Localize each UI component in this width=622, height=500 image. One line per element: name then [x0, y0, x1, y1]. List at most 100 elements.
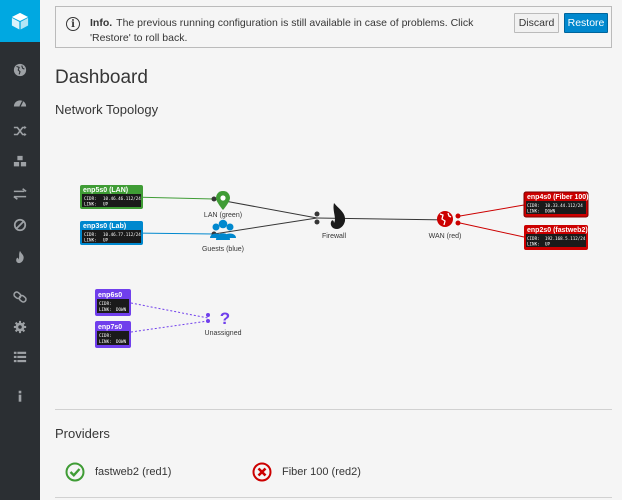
sidebar — [0, 0, 40, 500]
shuffle-icon — [13, 125, 27, 137]
cube-logo-icon — [11, 12, 29, 30]
cidr-label: CIDR: — [99, 301, 112, 306]
topology-title: Network Topology — [55, 102, 159, 117]
interface-name: enp5s0 (LAN) — [83, 187, 128, 194]
junction-dot — [314, 219, 320, 225]
link-blue-to-firewall — [213, 217, 318, 235]
info-circle-icon: i — [66, 17, 80, 31]
link-enp6s0-to-unassigned — [130, 302, 209, 319]
interface-cidr: 192.168.5.112/24 — [545, 236, 586, 241]
guests-zone-label: Guests (blue) — [202, 246, 244, 253]
interface-card-enp2s0[interactable]: enp2s0 (fastweb2) CIDR: 192.168.5.112/24… — [524, 225, 588, 250]
restore-alert: i Info.The previous running configuratio… — [55, 6, 612, 48]
network-topology: LAN (green) Guests (blue) Firewall WAN (… — [80, 185, 589, 348]
unassigned-question-icon[interactable]: ? — [220, 309, 230, 328]
section-divider — [55, 497, 612, 498]
link-icon — [13, 291, 27, 303]
alert-message: Info.The previous running configuration … — [90, 16, 500, 46]
link-label: LINK: — [99, 339, 112, 344]
junction-dot — [455, 213, 461, 219]
exchange-icon — [13, 188, 27, 200]
globe-icon — [13, 63, 27, 77]
cidr-label: CIDR: — [84, 196, 97, 201]
junction-dot — [211, 196, 217, 202]
interface-link-status: DOWN — [545, 209, 556, 214]
interface-name: enp7s0 — [98, 324, 122, 331]
cidr-label: CIDR: — [527, 203, 540, 208]
unassigned-label: Unassigned — [205, 330, 242, 337]
sidebar-item-about[interactable] — [0, 382, 40, 410]
link-label: LINK: — [99, 307, 112, 312]
sidebar-item-block[interactable] — [0, 211, 40, 239]
interface-card-enp6s0[interactable]: enp6s0 CIDR: LINK: DOWN — [95, 289, 131, 316]
sidebar-item-dashboard[interactable] — [0, 89, 40, 117]
lan-zone-label: LAN (green) — [204, 212, 242, 219]
provider-item-fiber100[interactable]: Fiber 100 (red2) — [252, 461, 361, 483]
link-enp7s0-to-unassigned — [130, 320, 209, 333]
interface-name: enp3s0 (Lab) — [83, 223, 126, 230]
link-lan-to-green — [130, 196, 215, 200]
interface-cidr: 10.46.77.112/24 — [103, 232, 141, 237]
check-circle-icon — [65, 462, 85, 482]
junction-dot — [206, 319, 210, 323]
link-wan-to-fiber — [459, 204, 525, 217]
link-label: LINK: — [527, 209, 540, 214]
interface-link-status: DOWN — [116, 307, 127, 312]
interface-cidr: 10.33.44.112/24 — [545, 203, 583, 208]
interface-card-enp5s0[interactable]: enp5s0 (LAN) CIDR: 10.46.46.112/24 LINK:… — [80, 185, 143, 209]
sidebar-item-routing[interactable] — [0, 117, 40, 145]
lan-zone-marker-icon[interactable] — [216, 191, 230, 210]
sidebar-item-traffic[interactable] — [0, 180, 40, 208]
cidr-label: CIDR: — [84, 232, 97, 237]
interface-link-status: DOWN — [116, 339, 127, 344]
cidr-label: CIDR: — [527, 236, 540, 241]
provider-label: Fiber 100 (red2) — [282, 466, 361, 478]
interface-card-enp4s0[interactable]: enp4s0 (Fiber 100) CIDR: 10.33.44.112/24… — [523, 191, 589, 218]
app-logo[interactable] — [0, 0, 40, 42]
interface-name: enp4s0 (Fiber 100) — [527, 194, 588, 201]
cubes-icon — [13, 155, 27, 167]
link-wan-to-fastweb — [459, 222, 525, 238]
link-label: LINK: — [84, 202, 97, 207]
alert-title: Info. — [90, 17, 113, 29]
sidebar-item-network[interactable] — [0, 56, 40, 84]
firewall-flame-icon[interactable] — [330, 203, 346, 229]
interface-link-status: UP — [103, 238, 109, 243]
section-divider — [55, 409, 612, 410]
interface-name: enp6s0 — [98, 292, 122, 299]
interface-name: enp2s0 (fastweb2) — [527, 227, 588, 234]
link-label: LINK: — [84, 238, 97, 243]
junction-dot — [206, 313, 210, 317]
junction-dot — [455, 220, 461, 226]
list-icon — [13, 351, 27, 363]
alert-body: The previous running configuration is st… — [90, 17, 474, 44]
sidebar-item-links[interactable] — [0, 283, 40, 311]
interface-link-status: UP — [103, 202, 109, 207]
interface-card-enp7s0[interactable]: enp7s0 CIDR: LINK: DOWN — [95, 321, 131, 348]
junction-dot — [314, 211, 320, 217]
sidebar-item-objects[interactable] — [0, 148, 40, 176]
interface-cidr: 10.46.46.112/24 — [103, 196, 141, 201]
firewall-label: Firewall — [322, 233, 347, 240]
interface-card-enp3s0[interactable]: enp3s0 (Lab) CIDR: 10.46.77.112/24 LINK:… — [80, 221, 143, 245]
providers-title: Providers — [55, 426, 110, 441]
link-label: LINK: — [527, 242, 540, 247]
page-title: Dashboard — [55, 67, 148, 88]
sidebar-item-settings[interactable] — [0, 313, 40, 341]
sidebar-item-logs[interactable] — [0, 343, 40, 371]
link-lab-to-blue — [130, 232, 215, 235]
fire-icon — [16, 250, 24, 264]
main-content: i Info.The previous running configuratio… — [40, 0, 622, 500]
provider-label: fastweb2 (red1) — [95, 466, 172, 478]
error-circle-icon — [252, 462, 272, 482]
sidebar-item-firewall[interactable] — [0, 243, 40, 271]
ban-icon — [13, 218, 27, 232]
wan-globe-icon[interactable] — [437, 211, 453, 227]
provider-item-fastweb2[interactable]: fastweb2 (red1) — [65, 461, 171, 483]
discard-button[interactable]: Discard — [514, 13, 559, 33]
guests-zone-users-icon[interactable] — [210, 219, 236, 240]
restore-button[interactable]: Restore — [564, 13, 608, 33]
info-icon — [18, 390, 22, 402]
wan-zone-label: WAN (red) — [429, 233, 462, 240]
gears-icon — [13, 320, 27, 334]
